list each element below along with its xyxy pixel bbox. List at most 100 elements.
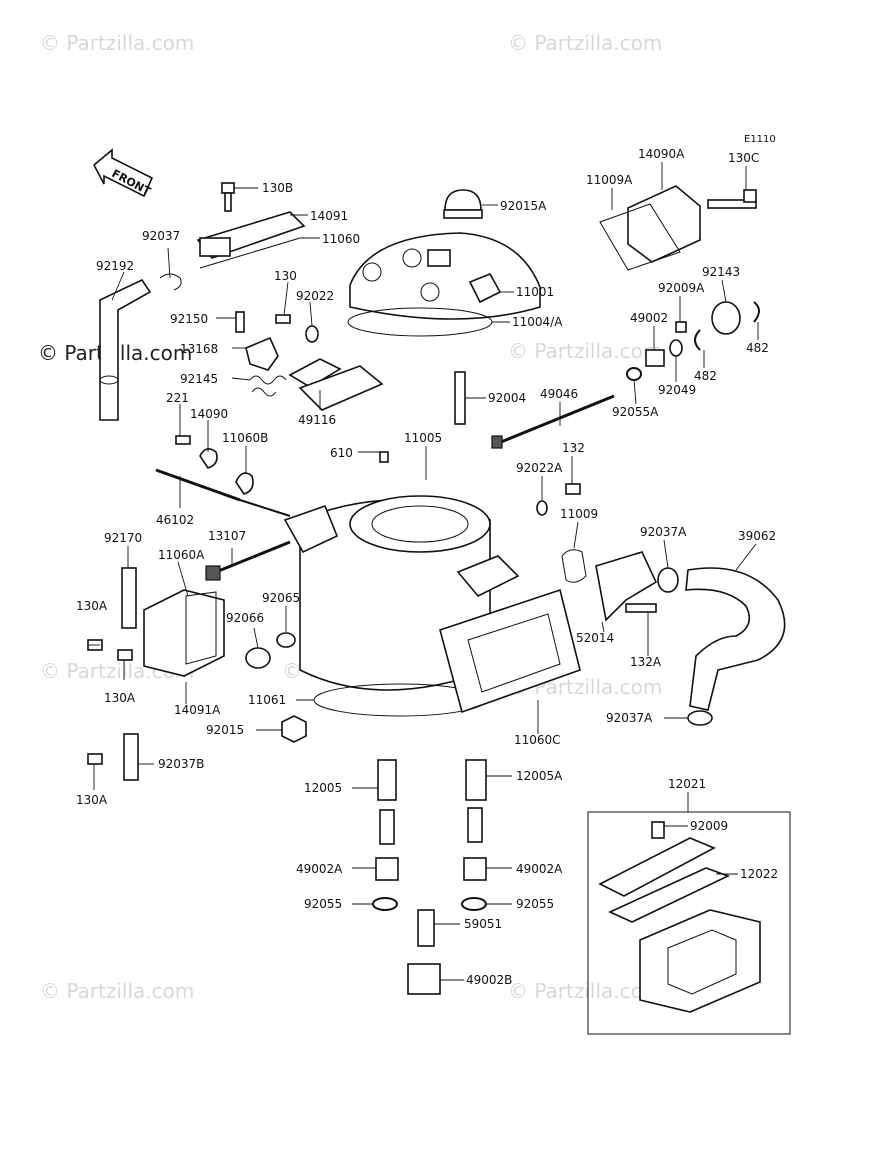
oring-92055 <box>461 897 487 911</box>
screw-92150 <box>235 311 245 333</box>
part-label: 11001 <box>516 285 554 299</box>
part-label: 11009 <box>560 507 598 521</box>
part-label: 11060A <box>158 548 205 562</box>
part-label: 11060 <box>322 232 360 246</box>
part-label: 221 <box>166 391 189 405</box>
grommet-92066 <box>245 647 271 669</box>
shaft-12005a <box>465 759 487 801</box>
screw-92009a <box>675 321 687 333</box>
bolt-132 <box>565 483 581 495</box>
part-label: 92145 <box>180 372 218 386</box>
lever-13168 <box>245 336 279 371</box>
part-label: 49046 <box>540 387 578 401</box>
valve-49116 <box>288 358 342 388</box>
head-boss <box>402 248 422 268</box>
part-label: 11061 <box>248 693 286 707</box>
shaft-13107 <box>215 540 291 574</box>
gasket-11009a <box>599 203 681 271</box>
part-label: 14091 <box>310 209 348 223</box>
spark-plug-boss <box>427 249 451 267</box>
part-label: 12022 <box>740 867 778 881</box>
part-label: 12005 <box>304 781 342 795</box>
clip-92037b <box>123 733 139 781</box>
part-label: 92009A <box>658 281 705 295</box>
rod-49046 <box>495 394 615 446</box>
cap-92015a <box>444 189 482 211</box>
hose-39062 <box>685 567 786 711</box>
part-label: 14090A <box>638 147 685 161</box>
clamp-92037a <box>657 567 679 593</box>
cylinder-bore <box>349 495 491 553</box>
leader-lines <box>88 162 759 981</box>
part-label: 12005A <box>516 769 563 783</box>
rod-49046-head <box>491 435 503 449</box>
reed-block-window <box>667 929 737 995</box>
cylinder-intake <box>283 504 339 554</box>
part-label: 11060C <box>514 733 561 747</box>
part-label: 482 <box>746 341 769 355</box>
part-label: 92065 <box>262 591 300 605</box>
part-label: 13168 <box>180 342 218 356</box>
part-label: 92055A <box>612 405 659 419</box>
parts-layer <box>87 182 791 1035</box>
part-label: 92066 <box>226 611 264 625</box>
part-label: 130A <box>104 691 136 705</box>
part-label: 12021 <box>668 777 706 791</box>
bushing-49002a <box>463 857 487 881</box>
reed-block <box>639 909 761 1013</box>
part-label: 46102 <box>156 513 194 527</box>
diagram-code: E1110 <box>744 134 776 145</box>
spring-92145 <box>249 375 287 385</box>
bolt-130c-head <box>743 189 757 203</box>
group-box-12021 <box>587 811 791 1035</box>
part-label: 482 <box>694 369 717 383</box>
bolt-130a <box>87 753 103 765</box>
part-label: 11060B <box>222 431 268 445</box>
elbow-52014 <box>595 551 658 622</box>
part-label: 11005 <box>404 431 442 445</box>
clamp-92037a <box>687 710 713 726</box>
rod-46102-shaft <box>239 499 291 517</box>
head-boss <box>362 262 382 282</box>
reed-valve-11060c <box>439 588 581 714</box>
gasket-11060 <box>199 237 301 269</box>
part-label: 130C <box>728 151 759 165</box>
nut-92015 <box>281 715 307 743</box>
shaft-12005 <box>377 759 397 801</box>
bushing-49002 <box>645 349 665 367</box>
hose-92192 <box>99 278 152 421</box>
part-label: 92037A <box>606 711 653 725</box>
bracket-14091 <box>199 237 231 257</box>
part-label: 92015A <box>500 199 547 213</box>
part-label: 49002 <box>630 311 668 325</box>
part-label: 92055 <box>304 897 342 911</box>
part-label: 49002A <box>516 862 563 876</box>
gasket-11060a <box>185 591 217 665</box>
part-label: 11004/A <box>512 315 563 329</box>
part-label: 49002B <box>466 973 512 987</box>
part-label: 14091A <box>174 703 221 717</box>
stud-92004 <box>454 371 466 425</box>
part-label: 132A <box>630 655 662 669</box>
pin-610 <box>379 451 389 463</box>
part-label: 130B <box>262 181 293 195</box>
part-label: 92055 <box>516 897 554 911</box>
part-label: 92037B <box>158 757 204 771</box>
part-label: 130A <box>76 793 108 807</box>
cylinder-exhaust <box>456 555 520 597</box>
watermark: © Partzilla.com <box>508 979 662 1003</box>
part-label: 610 <box>330 446 353 460</box>
gasket-11009 <box>561 549 587 583</box>
part-label: 92004 <box>488 391 526 405</box>
washer-92022a <box>536 500 548 516</box>
screw-92009 <box>651 821 665 839</box>
part-labels: 130B 14091 11060 92037 92192 92015A 1100… <box>76 147 778 987</box>
cover-14090 <box>199 448 218 469</box>
front-arrow: FRONT <box>92 148 153 198</box>
gear-13107 <box>205 565 221 581</box>
head-boss <box>420 282 440 302</box>
rod-46102 <box>155 468 241 502</box>
oring-92049 <box>669 339 683 357</box>
